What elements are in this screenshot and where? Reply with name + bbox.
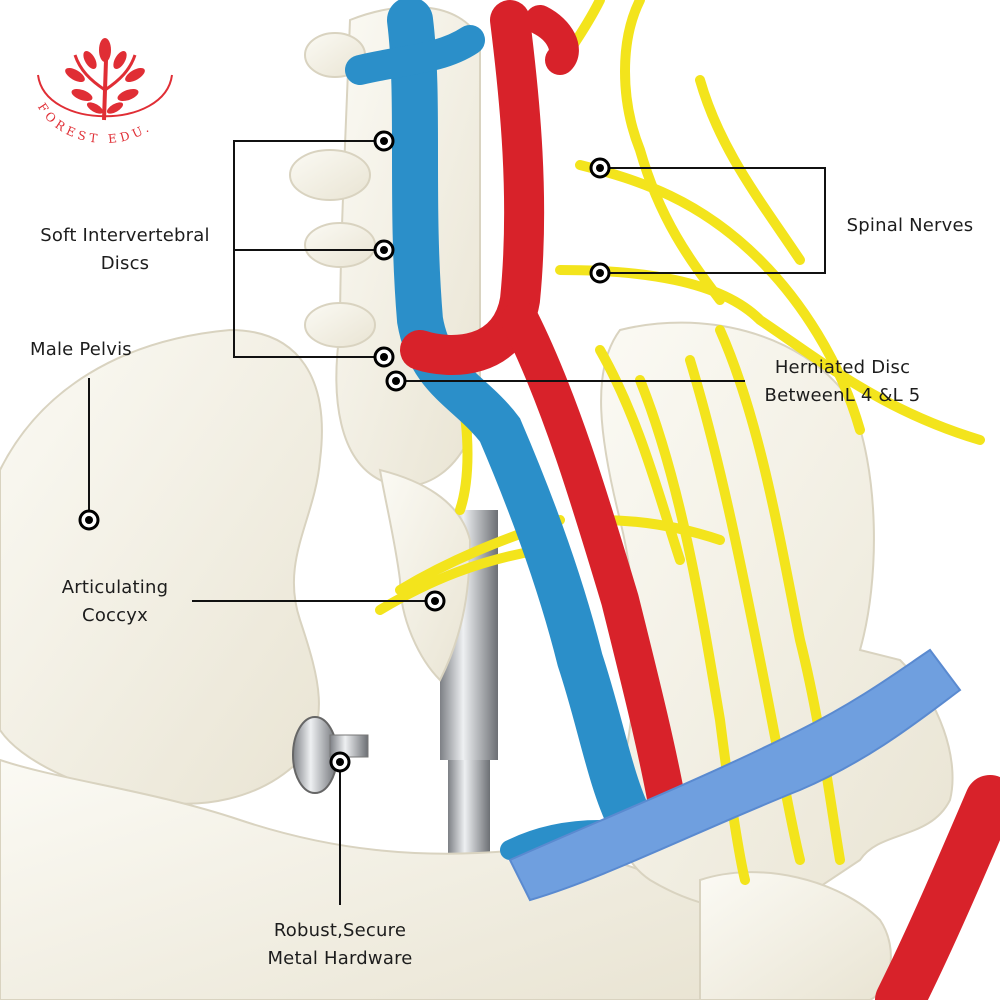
label-herniated-disc: Herniated Disc BetweenL 4 &L 5: [764, 357, 921, 406]
forest-edu-logo: FOREST EDU.: [35, 38, 173, 146]
ligament-band: [508, 648, 962, 902]
label-articulating-coccyx: Articulating Coccyx: [61, 577, 169, 626]
callout-markers: [78, 130, 611, 773]
spinal-nerves: [375, 0, 985, 885]
label-male-pelvis: Male Pelvis: [30, 339, 132, 360]
coral-tree-logo-icon: [65, 38, 145, 121]
thumb-screw: [292, 716, 369, 794]
label-intervertebral-discs: Soft Intervertebral Discs: [40, 225, 210, 274]
callout-lines: [88, 140, 826, 905]
label-metal-hardware: Robust,Secure Metal Hardware: [267, 920, 413, 969]
artery: [400, 0, 1000, 1000]
label-spinal-nerves: Spinal Nerves: [846, 215, 974, 236]
